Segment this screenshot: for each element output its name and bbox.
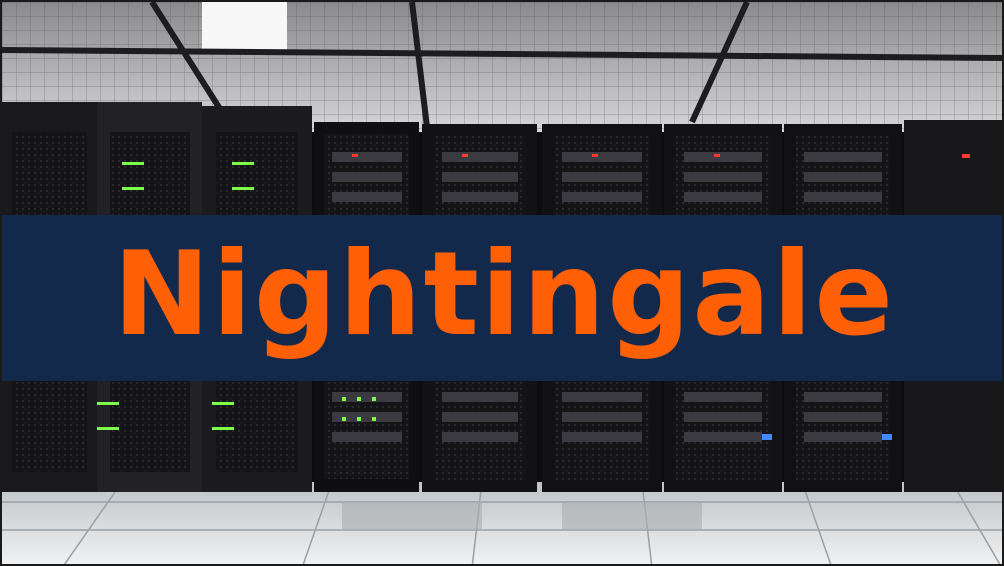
raised-floor [2,482,1002,564]
banner-title: Nightingale [112,227,895,362]
ceiling-light [202,2,287,50]
title-banner: Nightingale [2,215,1002,381]
